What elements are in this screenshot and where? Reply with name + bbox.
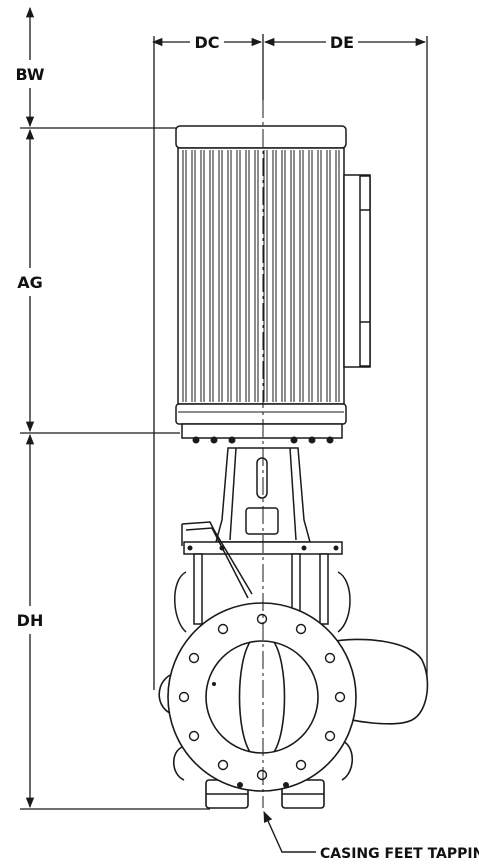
- motor-bottom-flange: [175, 403, 347, 425]
- motor-body: [177, 147, 345, 405]
- motor-top-cap: [175, 125, 347, 149]
- motor-cooling-fins: [178, 150, 344, 413]
- coupling-guard: [245, 507, 279, 535]
- suction-bore: [205, 640, 319, 754]
- dimension-lines: [20, 6, 428, 810]
- label-dc: DC: [194, 33, 219, 52]
- motor-flange-bolts: [192, 436, 334, 444]
- pump-upper-frame: [174, 521, 351, 633]
- flange-bolt-holes: [178, 613, 346, 781]
- label-bw: BW: [16, 65, 45, 84]
- motor: [175, 125, 371, 439]
- motor-adapter: [181, 423, 343, 439]
- label-de: DE: [330, 33, 354, 52]
- coupling-slot: [256, 457, 268, 499]
- pump-casing: [158, 602, 429, 809]
- label-casing-feet-tapping: CASING FEET TAPPING: [320, 846, 479, 862]
- casing-feet-callout: [263, 810, 316, 853]
- label-ag: AG: [17, 273, 43, 292]
- label-dh: DH: [17, 611, 44, 630]
